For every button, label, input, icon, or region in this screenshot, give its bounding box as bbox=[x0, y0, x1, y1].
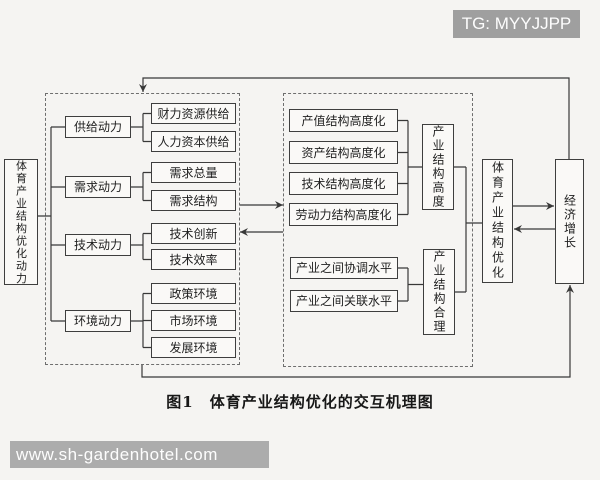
sports-industry-structure-optimization-box: 体育产业结构优化 bbox=[482, 159, 513, 283]
leaf-financial-resource-supply: 财力资源供给 bbox=[151, 103, 236, 124]
category-environment-power: 环境动力 bbox=[65, 310, 131, 332]
leaf-asset-structure-upgrading: 资产结构高度化 bbox=[289, 141, 398, 164]
leaf-output-structure-upgrading: 产值结构高度化 bbox=[289, 109, 398, 132]
figure-caption: 图1 体育产业结构优化的交互机理图 bbox=[166, 393, 434, 411]
leaf-inter-industry-coordination: 产业之间协调水平 bbox=[290, 257, 398, 279]
leaf-demand-structure: 需求结构 bbox=[151, 190, 236, 211]
leaf-labor-structure-upgrading: 劳动力结构高度化 bbox=[289, 203, 398, 226]
economic-growth-box: 经济增长 bbox=[555, 159, 584, 284]
leaf-human-capital-supply: 人力资本供给 bbox=[151, 131, 236, 152]
leaf-policy-environment: 政策环境 bbox=[151, 283, 236, 304]
leaf-development-environment: 发展环境 bbox=[151, 337, 236, 358]
category-supply-power: 供给动力 bbox=[65, 116, 131, 138]
watermark-telegram: TG: MYYJJPP bbox=[453, 10, 580, 38]
category-demand-power: 需求动力 bbox=[65, 176, 131, 198]
watermark-website: www.sh-gardenhotel.com bbox=[10, 441, 269, 468]
leaf-inter-industry-linkage: 产业之间关联水平 bbox=[290, 290, 398, 312]
leaf-tech-efficiency: 技术效率 bbox=[151, 249, 236, 270]
driving-force-box: 体育产业结构优化动力 bbox=[4, 159, 38, 285]
leaf-total-demand: 需求总量 bbox=[151, 162, 236, 183]
leaf-tech-innovation: 技术创新 bbox=[151, 223, 236, 244]
leaf-tech-structure-upgrading: 技术结构高度化 bbox=[289, 172, 398, 195]
driver-group-frame bbox=[45, 93, 240, 365]
leaf-market-environment: 市场环境 bbox=[151, 310, 236, 331]
result-industrial-structure-advancement: 产业结构高度 bbox=[422, 124, 454, 210]
category-technology-power: 技术动力 bbox=[65, 234, 131, 256]
structure-group-frame bbox=[283, 93, 473, 367]
result-industrial-structure-rationalization: 产业结构合理 bbox=[423, 249, 455, 335]
